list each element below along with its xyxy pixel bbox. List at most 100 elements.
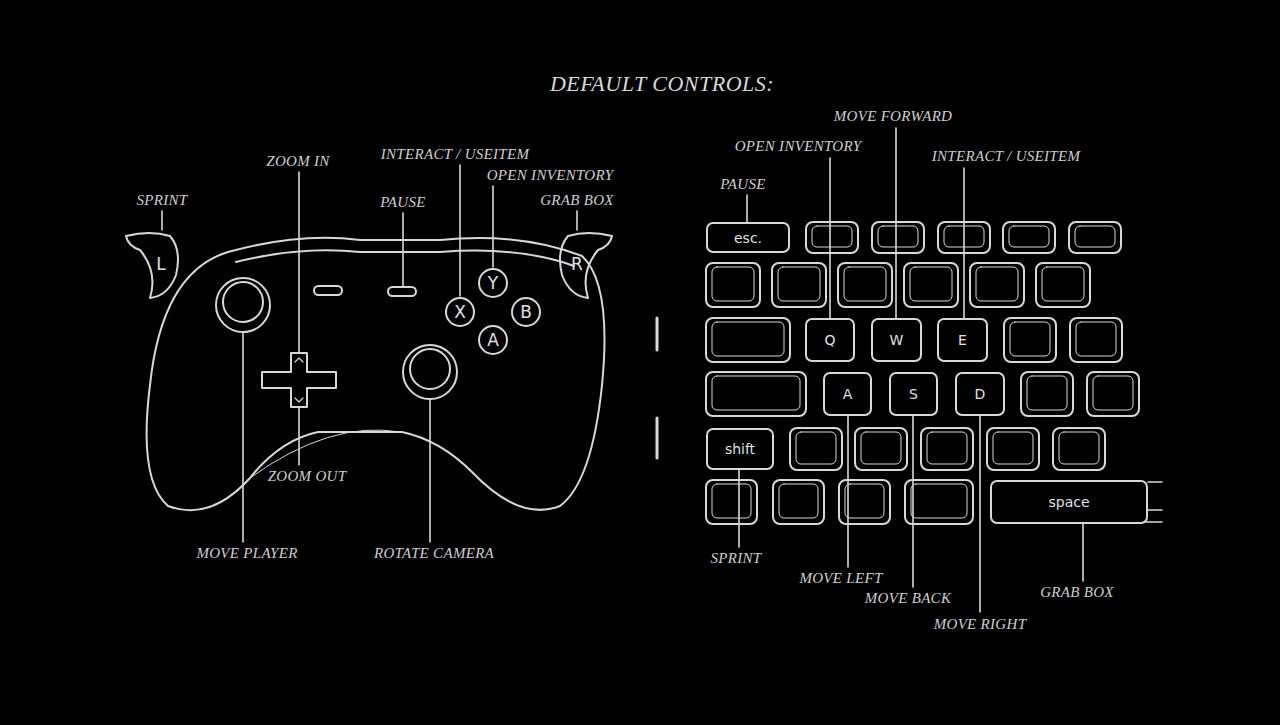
keyboard-key: esc.: [706, 222, 790, 253]
blank-key-top: [712, 484, 751, 518]
blank-key: [1036, 263, 1090, 307]
blank-key-top: [911, 484, 967, 518]
blank-key: [855, 428, 907, 470]
blank-key-top: [1093, 376, 1133, 410]
blank-key-top: [844, 267, 886, 301]
right-stick-cap: [410, 349, 450, 389]
blank-key: [1070, 318, 1122, 362]
blank-keys: [706, 222, 1139, 524]
blank-key: [806, 222, 858, 253]
trigger-label: R: [566, 250, 588, 278]
blank-key-top: [712, 267, 754, 301]
left-stick-cap: [223, 282, 263, 322]
blank-key: [838, 263, 892, 307]
key-legend: S: [909, 386, 918, 402]
control-label: MOVE BACK: [863, 590, 953, 607]
key-legend: L: [156, 254, 165, 274]
keyboard-key: S: [889, 372, 938, 416]
controller-top-edge: [236, 250, 574, 266]
keyboard-key: D: [955, 372, 1005, 416]
blank-key-top: [778, 267, 820, 301]
dpad: [262, 353, 336, 407]
trigger-label: L: [150, 250, 172, 278]
blank-key-top: [1059, 432, 1099, 464]
control-label: MOVE PLAYER: [194, 545, 299, 562]
key-legend: Q: [824, 332, 835, 348]
left-stick: [216, 278, 270, 332]
key-legend: W: [890, 332, 904, 348]
key-legend: shift: [725, 441, 755, 457]
keyboard-key: space: [990, 480, 1148, 524]
keyboard-key: E: [937, 318, 988, 362]
divider-tick: [656, 318, 659, 350]
face-button: B: [511, 297, 541, 327]
control-label: INTERACT / USEITEM: [930, 148, 1082, 165]
control-label: SPRINT: [135, 192, 190, 209]
control-label: OPEN INVENTORY: [485, 167, 616, 184]
controller-body: [147, 238, 605, 511]
blank-key: [1003, 222, 1055, 253]
view-button: [314, 286, 342, 295]
key-legend: B: [520, 302, 532, 322]
blank-key: [905, 480, 973, 524]
control-label: INTERACT / USEITEM: [379, 146, 531, 163]
blank-key: [706, 372, 806, 416]
keyboard-key: W: [871, 318, 922, 362]
key-legend: esc.: [734, 230, 762, 246]
blank-key: [987, 428, 1039, 470]
blank-key-top: [878, 226, 918, 247]
blank-key: [839, 480, 890, 524]
blank-key: [1004, 318, 1056, 362]
right-trigger: [560, 233, 612, 298]
controller-leaders: [162, 165, 577, 542]
blank-key: [1087, 372, 1139, 416]
control-label: GRAB BOX: [1038, 584, 1116, 601]
blank-key: [790, 428, 842, 470]
key-legend: X: [454, 302, 466, 322]
key-legend: R: [571, 254, 583, 274]
blank-key-top: [812, 226, 852, 247]
face-button: A: [478, 325, 508, 355]
blank-key-top: [779, 484, 818, 518]
blank-key-top: [712, 322, 784, 356]
control-label: OPEN INVENTORY: [733, 138, 864, 155]
keyboard-key: A: [823, 372, 872, 416]
blank-key: [706, 318, 790, 362]
keyboard-leaders: [739, 128, 1083, 612]
blank-key-top: [861, 432, 901, 464]
control-label: MOVE LEFT: [797, 570, 884, 587]
left-trigger: [126, 233, 178, 298]
dpad-arrows: [295, 358, 303, 402]
blank-key: [1053, 428, 1105, 470]
blank-key: [773, 480, 824, 524]
control-label: ZOOM OUT: [266, 468, 349, 485]
blank-key: [772, 263, 826, 307]
blank-key-top: [927, 432, 967, 464]
keyboard-key: shift: [706, 428, 774, 470]
blank-key-top: [1042, 267, 1084, 301]
key-legend: E: [958, 332, 967, 348]
blank-key-top: [1027, 376, 1067, 410]
control-label: MOVE RIGHT: [932, 616, 1029, 633]
blank-key: [1069, 222, 1121, 253]
blank-key: [1021, 372, 1073, 416]
divider-tick: [656, 418, 659, 458]
control-label: GRAB BOX: [538, 192, 616, 209]
menu-button: [388, 287, 416, 296]
blank-key-top: [910, 267, 952, 301]
right-stick: [403, 345, 457, 399]
control-label: MOVE FORWARD: [832, 108, 955, 125]
key-legend: A: [843, 386, 853, 402]
control-label: ROTATE CAMERA: [372, 545, 496, 562]
blank-key: [921, 428, 973, 470]
control-label: SPRINT: [709, 550, 764, 567]
control-label: PAUSE: [718, 176, 767, 193]
face-button: Y: [478, 268, 508, 298]
key-legend: A: [487, 330, 499, 350]
key-legend: Y: [488, 273, 498, 293]
control-label: ZOOM IN: [264, 153, 331, 170]
key-legend: D: [975, 386, 986, 402]
title: DEFAULT CONTROLS:: [548, 71, 776, 97]
